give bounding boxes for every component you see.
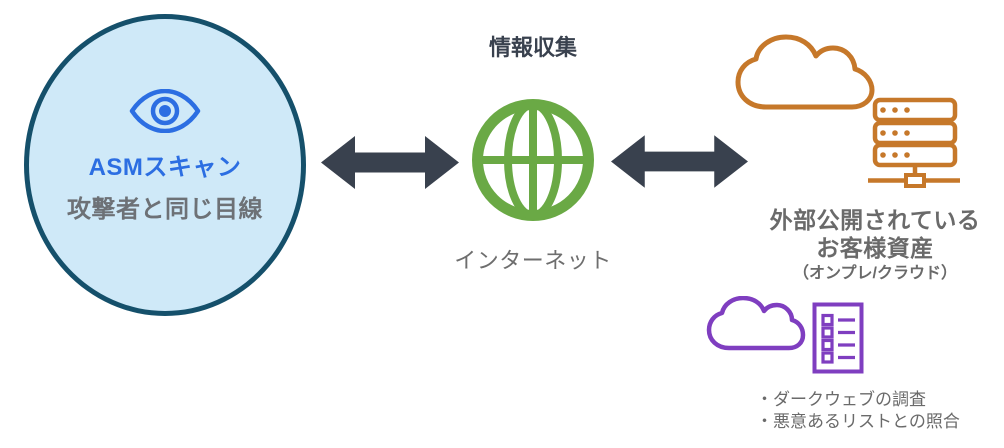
asm-scan-label: ASMスキャン xyxy=(88,153,242,181)
asset-subtitle: （オンプレ/クラウド） xyxy=(793,265,957,282)
asm-scan-circle: ASMスキャン 攻撃者と同じ目線 xyxy=(24,14,306,316)
cloud-icon xyxy=(733,33,877,117)
darkweb-notes: ・ダークウェブの調査 ・悪意あるリストとの照合 xyxy=(756,389,960,433)
eye-icon xyxy=(129,88,201,133)
note-malicious-list-check: ・悪意あるリストとの照合 xyxy=(756,412,960,431)
asset-caption: 外部公開されている お客様資産 （オンプレ/クラウド） xyxy=(745,206,1004,284)
note-darkweb-research: ・ダークウェブの調査 xyxy=(756,390,926,409)
double-arrow-icon xyxy=(321,136,459,189)
double-arrow-icon xyxy=(611,135,748,188)
asset-title-line1: 外部公開されている xyxy=(769,207,981,233)
internet-label: インターネット xyxy=(454,248,612,273)
asset-title-line2: お客様資産 xyxy=(816,235,934,261)
info-gathering-label: 情報収集 xyxy=(488,35,577,60)
globe-icon xyxy=(469,96,597,224)
checklist-icon xyxy=(812,302,864,374)
server-icon xyxy=(866,97,962,189)
cloud-icon xyxy=(706,295,806,356)
attacker-view-label: 攻撃者と同じ目線 xyxy=(67,195,263,223)
